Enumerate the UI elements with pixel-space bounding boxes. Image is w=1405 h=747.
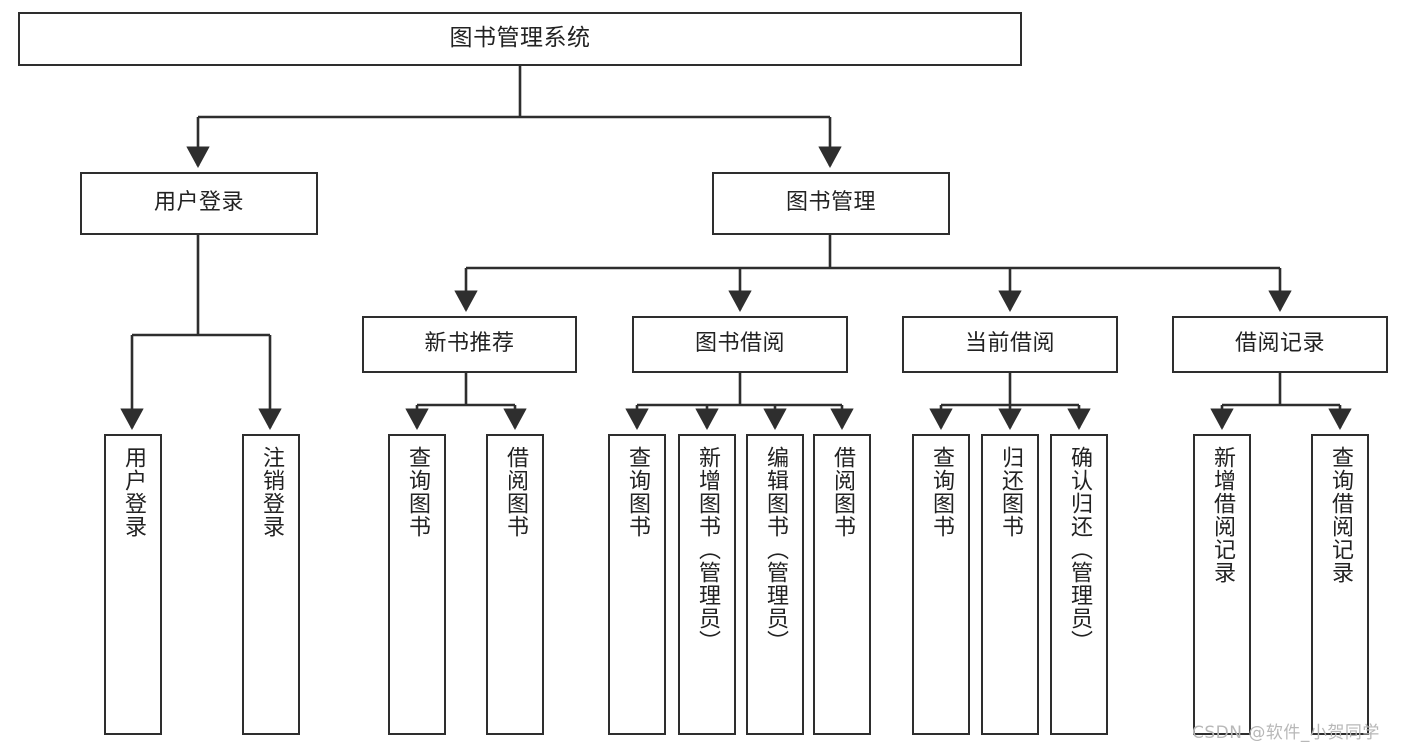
node-leaf-user-logout-label: 注销登录 [258,446,284,538]
node-leaf-return-book-label: 归还图书 [997,446,1023,538]
node-leaf-query-book-3-label: 查询图书 [928,446,954,538]
node-leaf-borrow-book-1-label: 借阅图书 [502,446,528,538]
node-leaf-query-book-1-label: 查询图书 [404,446,430,538]
node-book-management-label: 图书管理 [785,190,876,216]
node-leaf-add-record[interactable]: 新增借阅记录 [1193,434,1251,735]
node-borrow-record[interactable]: 借阅记录 [1172,316,1388,373]
node-root[interactable]: 图书管理系统 [18,12,1022,66]
node-leaf-user-login[interactable]: 用户登录 [104,434,162,735]
node-leaf-add-book-label: 新增图书（管理员） [694,446,720,653]
node-root-label: 图书管理系统 [449,25,591,52]
node-leaf-confirm-return-label: 确认归还（管理员） [1066,446,1092,653]
node-leaf-borrow-book-2[interactable]: 借阅图书 [813,434,871,735]
node-leaf-query-book-2-label: 查询图书 [624,446,650,538]
node-leaf-borrow-book-2-label: 借阅图书 [829,446,855,538]
node-leaf-query-record-label: 查询借阅记录 [1327,446,1353,584]
node-borrow-record-label: 借阅记录 [1234,331,1325,357]
node-leaf-return-book[interactable]: 归还图书 [981,434,1039,735]
node-leaf-user-logout[interactable]: 注销登录 [242,434,300,735]
csdn-watermark: CSDN @软件_小贺同学 [1192,723,1380,743]
node-leaf-query-record[interactable]: 查询借阅记录 [1311,434,1369,735]
node-current-borrow[interactable]: 当前借阅 [902,316,1118,373]
node-book-borrow-label: 图书借阅 [694,331,785,357]
node-leaf-add-record-label: 新增借阅记录 [1209,446,1235,584]
node-leaf-query-book-1[interactable]: 查询图书 [388,434,446,735]
node-leaf-confirm-return[interactable]: 确认归还（管理员） [1050,434,1108,735]
node-new-book-recommend-label: 新书推荐 [424,331,515,357]
node-book-management[interactable]: 图书管理 [712,172,950,235]
node-leaf-query-book-2[interactable]: 查询图书 [608,434,666,735]
node-leaf-add-book[interactable]: 新增图书（管理员） [678,434,736,735]
node-leaf-edit-book[interactable]: 编辑图书（管理员） [746,434,804,735]
node-user-login[interactable]: 用户登录 [80,172,318,235]
node-leaf-borrow-book-1[interactable]: 借阅图书 [486,434,544,735]
node-leaf-edit-book-label: 编辑图书（管理员） [762,446,788,653]
node-leaf-query-book-3[interactable]: 查询图书 [912,434,970,735]
node-leaf-user-login-label: 用户登录 [120,446,146,538]
node-user-login-label: 用户登录 [153,190,244,216]
node-new-book-recommend[interactable]: 新书推荐 [362,316,577,373]
node-book-borrow[interactable]: 图书借阅 [632,316,848,373]
node-current-borrow-label: 当前借阅 [964,331,1055,357]
